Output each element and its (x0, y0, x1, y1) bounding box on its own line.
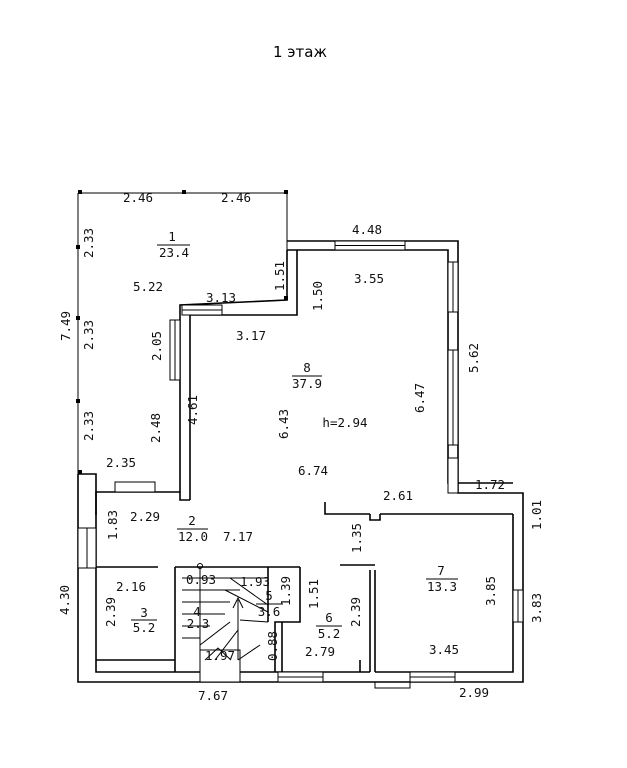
room-7-label: 7 13.3 (426, 563, 458, 594)
svg-text:7.49: 7.49 (58, 311, 73, 341)
svg-text:7.67: 7.67 (198, 688, 228, 703)
room-5-label: 5 3.6 (256, 588, 283, 619)
window-room1-lower (114, 481, 156, 493)
svg-text:3.17: 3.17 (236, 328, 266, 343)
interior-walls (96, 502, 513, 672)
svg-text:2.99: 2.99 (459, 685, 489, 700)
room-4-label: 4 2.3 (187, 604, 210, 631)
svg-text:0.88: 0.88 (265, 631, 280, 661)
svg-text:1.97: 1.97 (205, 648, 235, 663)
svg-text:5: 5 (265, 588, 273, 603)
svg-text:6.43: 6.43 (276, 409, 291, 439)
svg-text:2.39: 2.39 (348, 597, 363, 627)
svg-text:2.16: 2.16 (116, 579, 146, 594)
svg-text:2.79: 2.79 (305, 644, 335, 659)
svg-text:1.51: 1.51 (272, 261, 287, 291)
svg-text:2.61: 2.61 (383, 488, 413, 503)
svg-text:2.3: 2.3 (187, 616, 210, 631)
svg-text:1.51: 1.51 (306, 579, 321, 609)
svg-text:1.35: 1.35 (349, 523, 364, 553)
svg-text:37.9: 37.9 (292, 376, 322, 391)
room-8-label: 8 37.9 (292, 360, 322, 391)
svg-text:3: 3 (140, 605, 148, 620)
staircase (182, 563, 269, 661)
svg-text:1.83: 1.83 (105, 510, 120, 540)
svg-text:1.72: 1.72 (475, 477, 505, 492)
corner-markers (76, 190, 288, 474)
room-1-label: 1 23.4 (157, 229, 190, 260)
entry-walls (78, 473, 411, 689)
window-room8-right-c (447, 457, 459, 494)
dimension-labels-vertical: 2.33 2.33 2.33 7.49 1.51 1.50 2.05 5.62 … (57, 228, 544, 661)
svg-text:4.48: 4.48 (352, 222, 382, 237)
svg-text:4: 4 (193, 604, 201, 619)
svg-text:2.48: 2.48 (148, 413, 163, 443)
svg-text:4.30: 4.30 (57, 585, 72, 615)
svg-text:2.46: 2.46 (221, 190, 251, 205)
svg-text:5.62: 5.62 (466, 343, 481, 373)
svg-text:2.35: 2.35 (106, 455, 136, 470)
svg-text:3.55: 3.55 (354, 271, 384, 286)
svg-text:1.93: 1.93 (240, 574, 270, 589)
svg-text:23.4: 23.4 (159, 245, 189, 260)
svg-text:6.47: 6.47 (412, 383, 427, 413)
svg-text:2.29: 2.29 (130, 509, 160, 524)
room-3-label: 3 5.2 (131, 605, 157, 635)
svg-text:2.33: 2.33 (81, 320, 96, 350)
svg-text:5.2: 5.2 (133, 620, 156, 635)
svg-text:7: 7 (437, 563, 445, 578)
dimension-labels: 2.46 2.46 4.48 5.22 3.13 3.55 3.17 6.74 … (106, 190, 505, 703)
svg-text:3.85: 3.85 (483, 576, 498, 606)
svg-text:1.01: 1.01 (529, 500, 544, 530)
svg-text:0.93: 0.93 (186, 572, 216, 587)
window-stair-bottom (199, 649, 241, 683)
svg-text:6.74: 6.74 (298, 463, 328, 478)
svg-text:1: 1 (168, 229, 176, 244)
svg-text:5.2: 5.2 (318, 626, 341, 641)
svg-text:1.50: 1.50 (310, 281, 325, 311)
svg-text:7.17: 7.17 (223, 529, 253, 544)
svg-text:3.83: 3.83 (529, 593, 544, 623)
svg-text:6: 6 (325, 610, 333, 625)
svg-text:2: 2 (188, 513, 196, 528)
svg-text:4.61: 4.61 (185, 395, 200, 425)
svg-text:5.22: 5.22 (133, 279, 163, 294)
svg-text:2.33: 2.33 (81, 411, 96, 441)
svg-text:8: 8 (303, 360, 311, 375)
plan-title: 1 этаж (273, 43, 327, 61)
svg-text:1.39: 1.39 (278, 576, 293, 606)
room-2-label: 2 12.0 (177, 513, 208, 544)
svg-text:2.05: 2.05 (149, 331, 164, 361)
ceiling-height-label: h=2.94 (322, 415, 367, 430)
svg-text:3.45: 3.45 (429, 642, 459, 657)
svg-text:3.6: 3.6 (258, 604, 281, 619)
room-6-label: 6 5.2 (316, 610, 342, 641)
svg-text:2.39: 2.39 (103, 597, 118, 627)
windows (77, 240, 524, 683)
svg-text:12.0: 12.0 (178, 529, 208, 544)
svg-text:2.33: 2.33 (81, 228, 96, 258)
svg-text:3.13: 3.13 (206, 290, 236, 305)
room-labels: 1 23.4 8 37.9 2 12.0 3 5.2 4 2.3 5 3.6 (131, 229, 458, 641)
svg-text:13.3: 13.3 (427, 579, 457, 594)
svg-text:2.46: 2.46 (123, 190, 153, 205)
